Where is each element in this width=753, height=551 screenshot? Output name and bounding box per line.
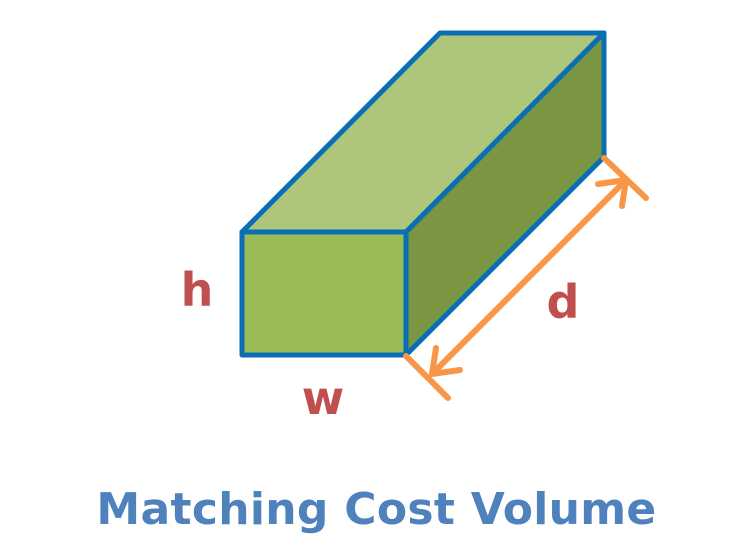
volume-front-face (239, 229, 409, 358)
depth-arrow-end-cap-bottom (403, 353, 451, 401)
width-label: w (302, 371, 345, 425)
depth-arrow-shaft (429, 177, 629, 377)
height-label: h (181, 263, 214, 317)
depth-label: d (547, 275, 580, 329)
depth-arrow (403, 155, 649, 401)
diagram-caption: Matching Cost Volume (96, 484, 657, 535)
depth-arrowhead-bottom (429, 345, 463, 377)
depth-arrowhead-top (595, 177, 629, 209)
